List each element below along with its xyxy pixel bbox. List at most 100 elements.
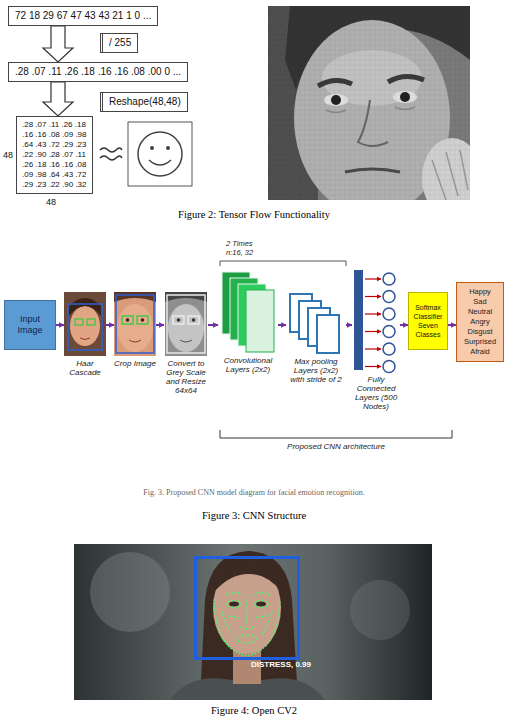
matrix-box: .28 .07 .11 .26 .18.16 .16 .08 .09 .98.6… [16, 116, 93, 194]
node-text: Fully Connected Layers (500 Nodes) [352, 375, 400, 411]
layer-note: 2 Times n:16, 32 [226, 239, 266, 257]
face-image [68, 304, 102, 350]
fc-layer-icon [365, 331, 381, 332]
hollow-arrow [43, 26, 73, 62]
fc-layer-icon [383, 343, 395, 355]
node-text: Max pooling Layers (2x2) with stride of … [286, 357, 346, 384]
face-image [126, 318, 130, 322]
conv-layers-icon [246, 290, 274, 352]
smiley-icon [128, 122, 192, 186]
input-box: Input Image [4, 300, 56, 350]
dimension-label: 48 [46, 197, 56, 208]
detection-photo [214, 561, 282, 592]
detection-photo [240, 600, 254, 629]
layer-block: Convolutional Layers (2x2) [218, 268, 278, 374]
fc-layer-icon [354, 270, 395, 373]
face-image [165, 292, 207, 356]
face-image [64, 292, 106, 356]
face-image [70, 306, 100, 346]
approx-sign [100, 148, 122, 152]
hollow-arrow [43, 82, 73, 116]
dimension-label: 48 [3, 150, 13, 161]
image-step: Crop Image [114, 292, 156, 368]
node-text: 72 18 29 67 47 43 43 21 1 0 ... [15, 10, 151, 22]
class-list-box: Happy Sad Neutral Angry Disgust Surprise… [456, 282, 504, 362]
face-image [180, 340, 192, 342]
node-text: Haar Cascade [64, 359, 106, 377]
flow-arrow [106, 324, 114, 326]
face-photo [268, 6, 470, 200]
fc-layer-icon [365, 278, 381, 279]
operation-box: Reshape(48,48) [100, 92, 188, 112]
face-image [141, 318, 145, 322]
detection-photo [74, 544, 432, 700]
face-image [80, 338, 90, 340]
flow-arrow [156, 324, 164, 326]
node-text: .64 .43 .72 .29 .23 [22, 140, 87, 150]
figure-caption: Figure 4: Open CV2 [0, 705, 508, 717]
smiley-icon [138, 132, 182, 176]
classifier-box: Softmax Classifier Seven Classes [408, 292, 448, 350]
node-text: .29 .23 .22 .90 .32 [22, 180, 87, 190]
node-text: Input Image [8, 314, 52, 336]
face-image [75, 319, 83, 325]
smiley-icon [128, 122, 192, 186]
detection-box: DISTRESS, 0.99 [194, 556, 300, 660]
layer-block: Max pooling Layers (2x2) with stride of … [286, 290, 346, 384]
face-image [167, 295, 205, 353]
fc-layer-icon [365, 348, 381, 349]
node-text: DISTRESS, 0.99 [197, 660, 311, 670]
detection-photo [226, 593, 242, 596]
detection-photo [229, 602, 239, 607]
face-image [177, 318, 181, 322]
face-image [64, 292, 106, 356]
fc-layer-icon [383, 326, 395, 338]
face-image [168, 304, 204, 352]
fc-layer-icon [365, 366, 381, 367]
layer-block: Fully Connected Layers (500 Nodes) [352, 268, 400, 411]
smiley-icon [149, 160, 171, 165]
detection-photo [256, 602, 266, 607]
face-photo [268, 6, 470, 200]
detection-photo [214, 593, 280, 657]
node-text: Crop Image [114, 359, 156, 368]
detection-photo [222, 612, 272, 635]
face-photo [268, 6, 470, 200]
image-step: Haar Cascade [64, 292, 106, 377]
pool-layers-icon [290, 294, 339, 353]
node-text: Convert to Grey Scale and Resize 64x64 [164, 359, 208, 395]
fc-layer-icon [365, 313, 381, 314]
detection-photo [253, 593, 269, 596]
detection-photo [237, 635, 257, 643]
flow-arrow [278, 324, 286, 326]
face-image [129, 340, 141, 342]
detection-photo [227, 601, 241, 608]
number-row-box: .28 .07 .11 .26 .18 .16 .16 .08 .00 0 ..… [8, 62, 188, 82]
detection-photo [254, 601, 268, 608]
detection-photo [350, 580, 410, 640]
flow-arrow [448, 324, 456, 326]
detection-photo [214, 600, 280, 656]
operation-box: / 255 [100, 33, 138, 53]
bracket-label: Proposed CNN architecture [218, 442, 454, 452]
detection-photo [74, 544, 432, 700]
node-text: .09 .98 .64 .43 .72 [22, 170, 87, 180]
flow-arrow [56, 324, 64, 326]
image-step: Convert to Grey Scale and Resize 64x64 [164, 292, 208, 395]
face-image [137, 316, 148, 324]
face-image [192, 318, 196, 322]
node-text: Happy Sad Neutral Angry Disgust Surprise… [464, 287, 496, 357]
fc-layer-icon [383, 273, 395, 373]
face-image [116, 295, 154, 353]
node-text: .22 .90 .28 .07 .11 [22, 150, 87, 160]
node-text: .28 .07 .11 .26 .18 .16 .16 .08 .00 0 ..… [15, 66, 181, 78]
face-image [114, 292, 156, 356]
flow-arrow [208, 324, 218, 326]
fc-layer-icon [365, 279, 381, 367]
detection-photo [200, 551, 298, 700]
face-image [173, 316, 184, 324]
node-text: .26 .18 .16 .16 .08 [22, 160, 87, 170]
number-row-box: 72 18 29 67 47 43 43 21 1 0 ... [8, 6, 158, 26]
fc-layer-icon [354, 270, 363, 370]
